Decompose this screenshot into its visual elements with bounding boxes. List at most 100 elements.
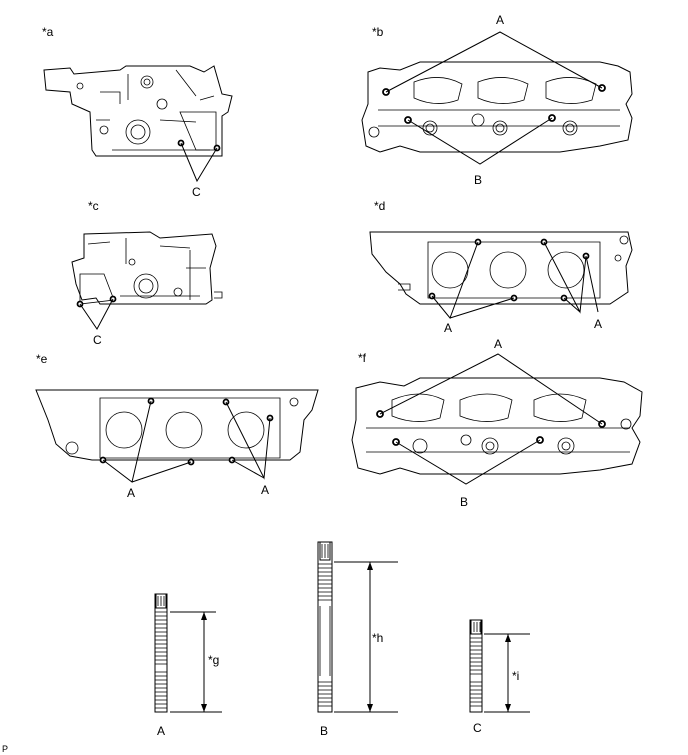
port-f-1 (391, 393, 445, 422)
view-f: *f A B (351, 337, 643, 509)
boss-f-2 (460, 434, 472, 446)
boss-c-1 (133, 273, 159, 299)
stud-bolt-c: *i C (469, 619, 530, 735)
port-b-1 (413, 77, 463, 104)
boss-c-1-inner (138, 278, 154, 294)
cylinder-head-top-view-b (361, 61, 633, 153)
exhaust-port-e-3 (227, 411, 265, 449)
view-a: *a C (42, 25, 233, 199)
callout-b-f: B (460, 495, 468, 509)
stud-a-dim-tag: *g (208, 653, 219, 667)
exhaust-port-e-1 (105, 411, 143, 449)
boss-a-5 (156, 98, 168, 110)
boss-f-4 (557, 437, 575, 455)
tab-c (214, 291, 223, 299)
port-b-3 (545, 77, 597, 104)
stud-c-spline-lines (473, 622, 481, 632)
view-a-tag: *a (42, 25, 54, 39)
callout-a-d-right: A (594, 317, 602, 331)
boss-a-4 (76, 82, 84, 90)
boss-b-4 (492, 120, 508, 136)
stud-a-dimension (170, 611, 222, 713)
port-f-3 (533, 393, 587, 422)
leader-a-d-right (543, 241, 599, 314)
stud-b-dimension (334, 561, 398, 713)
callout-a-e-left: A (127, 486, 135, 500)
boss-f-4-inner (561, 441, 571, 451)
callout-c-a: C (192, 185, 201, 199)
casting-detail-a (96, 69, 215, 151)
view-d-tag: *d (374, 199, 385, 213)
boss-b-5-inner (565, 123, 575, 133)
boss-b-5 (562, 120, 578, 136)
stud-c-dimension-arrows (505, 634, 511, 712)
boss-b-4-inner (495, 123, 505, 133)
boss-b-3 (471, 113, 485, 127)
boss-c-3 (128, 258, 136, 266)
stud-a-label: A (157, 724, 165, 738)
callout-b-b: B (474, 173, 482, 187)
boss-a-3 (99, 125, 109, 135)
view-d: *d A A (369, 199, 633, 335)
leader-b-b (407, 117, 553, 165)
stud-c-label: C (473, 721, 482, 735)
flange-e (99, 397, 281, 459)
leader-c-a (180, 142, 218, 183)
port-f-2 (459, 393, 513, 422)
leader-a-e-right (225, 401, 271, 480)
boss-f-3 (481, 437, 499, 455)
stud-b-spline-lines (321, 544, 329, 558)
boss-a-1 (140, 75, 154, 89)
corner-code: P (2, 744, 8, 754)
leader-a-e-left (102, 400, 192, 483)
stud-a-spline-lines (157, 596, 165, 606)
leader-b-f (395, 439, 541, 485)
boss-d-2 (614, 254, 622, 262)
leader-c-c (79, 298, 114, 330)
stud-c-thread (470, 637, 482, 707)
cylinder-head-top-view-f (351, 377, 643, 475)
boss-b-1 (368, 126, 380, 138)
callout-a-b: A (496, 13, 504, 27)
view-b-tag: *b (372, 25, 384, 39)
stud-c-dimension (484, 633, 530, 713)
stud-b-shank (319, 606, 331, 676)
exhaust-port-e-2 (165, 411, 203, 449)
stud-bolt-a: *g A (154, 593, 222, 738)
callout-a-e-right: A (261, 483, 269, 497)
cylinder-head-side-view-c (71, 231, 217, 305)
leader-a-b (385, 31, 603, 93)
callout-a-f: A (494, 337, 502, 351)
view-e: *e A A (35, 352, 319, 500)
cylinder-head-exhaust-view-d (369, 231, 633, 305)
tab-d (398, 283, 411, 291)
boss-e-2 (289, 397, 299, 407)
stud-b-dim-tag: *h (372, 631, 383, 645)
stud-c-spline (470, 619, 482, 635)
view-c-tag: *c (88, 199, 99, 213)
boss-a-2-inner (130, 124, 146, 140)
boss-a-1-inner (143, 78, 151, 86)
boss-d-1 (619, 235, 629, 245)
stud-a-thread (155, 611, 167, 709)
exhaust-port-d-2 (489, 251, 527, 289)
boss-f-3-inner (485, 441, 495, 451)
view-f-tag: *f (358, 351, 367, 365)
boss-f-1 (412, 438, 428, 454)
stud-b-thread-upper (318, 563, 332, 601)
view-c: *c C (71, 199, 223, 347)
boss-e-1 (65, 441, 79, 455)
stud-c-dim-tag: *i (512, 669, 519, 683)
callout-a-d-left: A (444, 321, 452, 335)
boss-f-5 (620, 418, 632, 430)
view-e-tag: *e (36, 352, 48, 366)
boss-c-2 (173, 287, 183, 297)
boss-a-2 (125, 119, 151, 145)
port-b-2 (477, 77, 529, 104)
casting-detail-c (87, 238, 206, 300)
cylinder-head-side-view-a (43, 65, 233, 157)
rib-lines-f (366, 427, 630, 453)
boss-b-2-inner (425, 123, 435, 133)
leader-a-d-left (431, 241, 515, 319)
